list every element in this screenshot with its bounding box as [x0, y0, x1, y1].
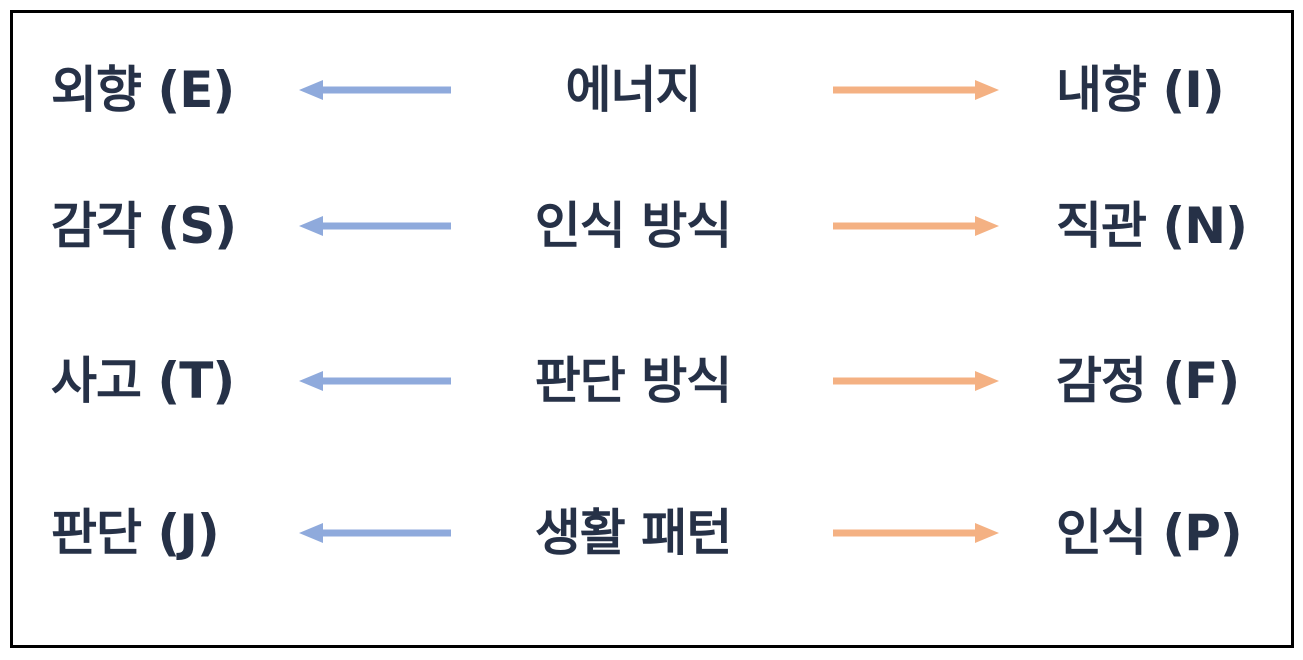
left-arrow-icon	[299, 80, 451, 100]
right-trait-label: 감정 (F)	[1056, 352, 1240, 410]
dimension-label: 판단 방식	[534, 352, 732, 410]
row-judgment: 사고 (T) 판단 방식 감정 (F)	[13, 341, 1291, 421]
diagram-frame: 외향 (E) 에너지 내향 (I) 감각 (S) 인식 방식 직관 (N) 사고…	[10, 10, 1294, 648]
dimension-label: 생활 패턴	[534, 504, 732, 562]
right-trait-label: 내향 (I)	[1056, 61, 1225, 119]
left-arrow-icon	[299, 216, 451, 236]
right-trait-label: 직관 (N)	[1056, 197, 1248, 255]
left-trait-label: 외향 (E)	[51, 61, 235, 119]
right-trait-label: 인식 (P)	[1056, 504, 1243, 562]
row-energy: 외향 (E) 에너지 내향 (I)	[13, 50, 1291, 130]
row-perception: 감각 (S) 인식 방식 직관 (N)	[13, 186, 1291, 266]
right-arrow-icon	[833, 216, 999, 236]
row-lifestyle: 판단 (J) 생활 패턴 인식 (P)	[13, 493, 1291, 573]
left-trait-label: 사고 (T)	[51, 352, 235, 410]
right-arrow-icon	[833, 80, 999, 100]
left-trait-label: 감각 (S)	[51, 197, 237, 255]
dimension-label: 에너지	[565, 61, 702, 119]
right-arrow-icon	[833, 523, 999, 543]
left-trait-label: 판단 (J)	[51, 504, 220, 562]
right-arrow-icon	[833, 371, 999, 391]
left-arrow-icon	[299, 371, 451, 391]
dimension-label: 인식 방식	[534, 197, 732, 255]
left-arrow-icon	[299, 523, 451, 543]
